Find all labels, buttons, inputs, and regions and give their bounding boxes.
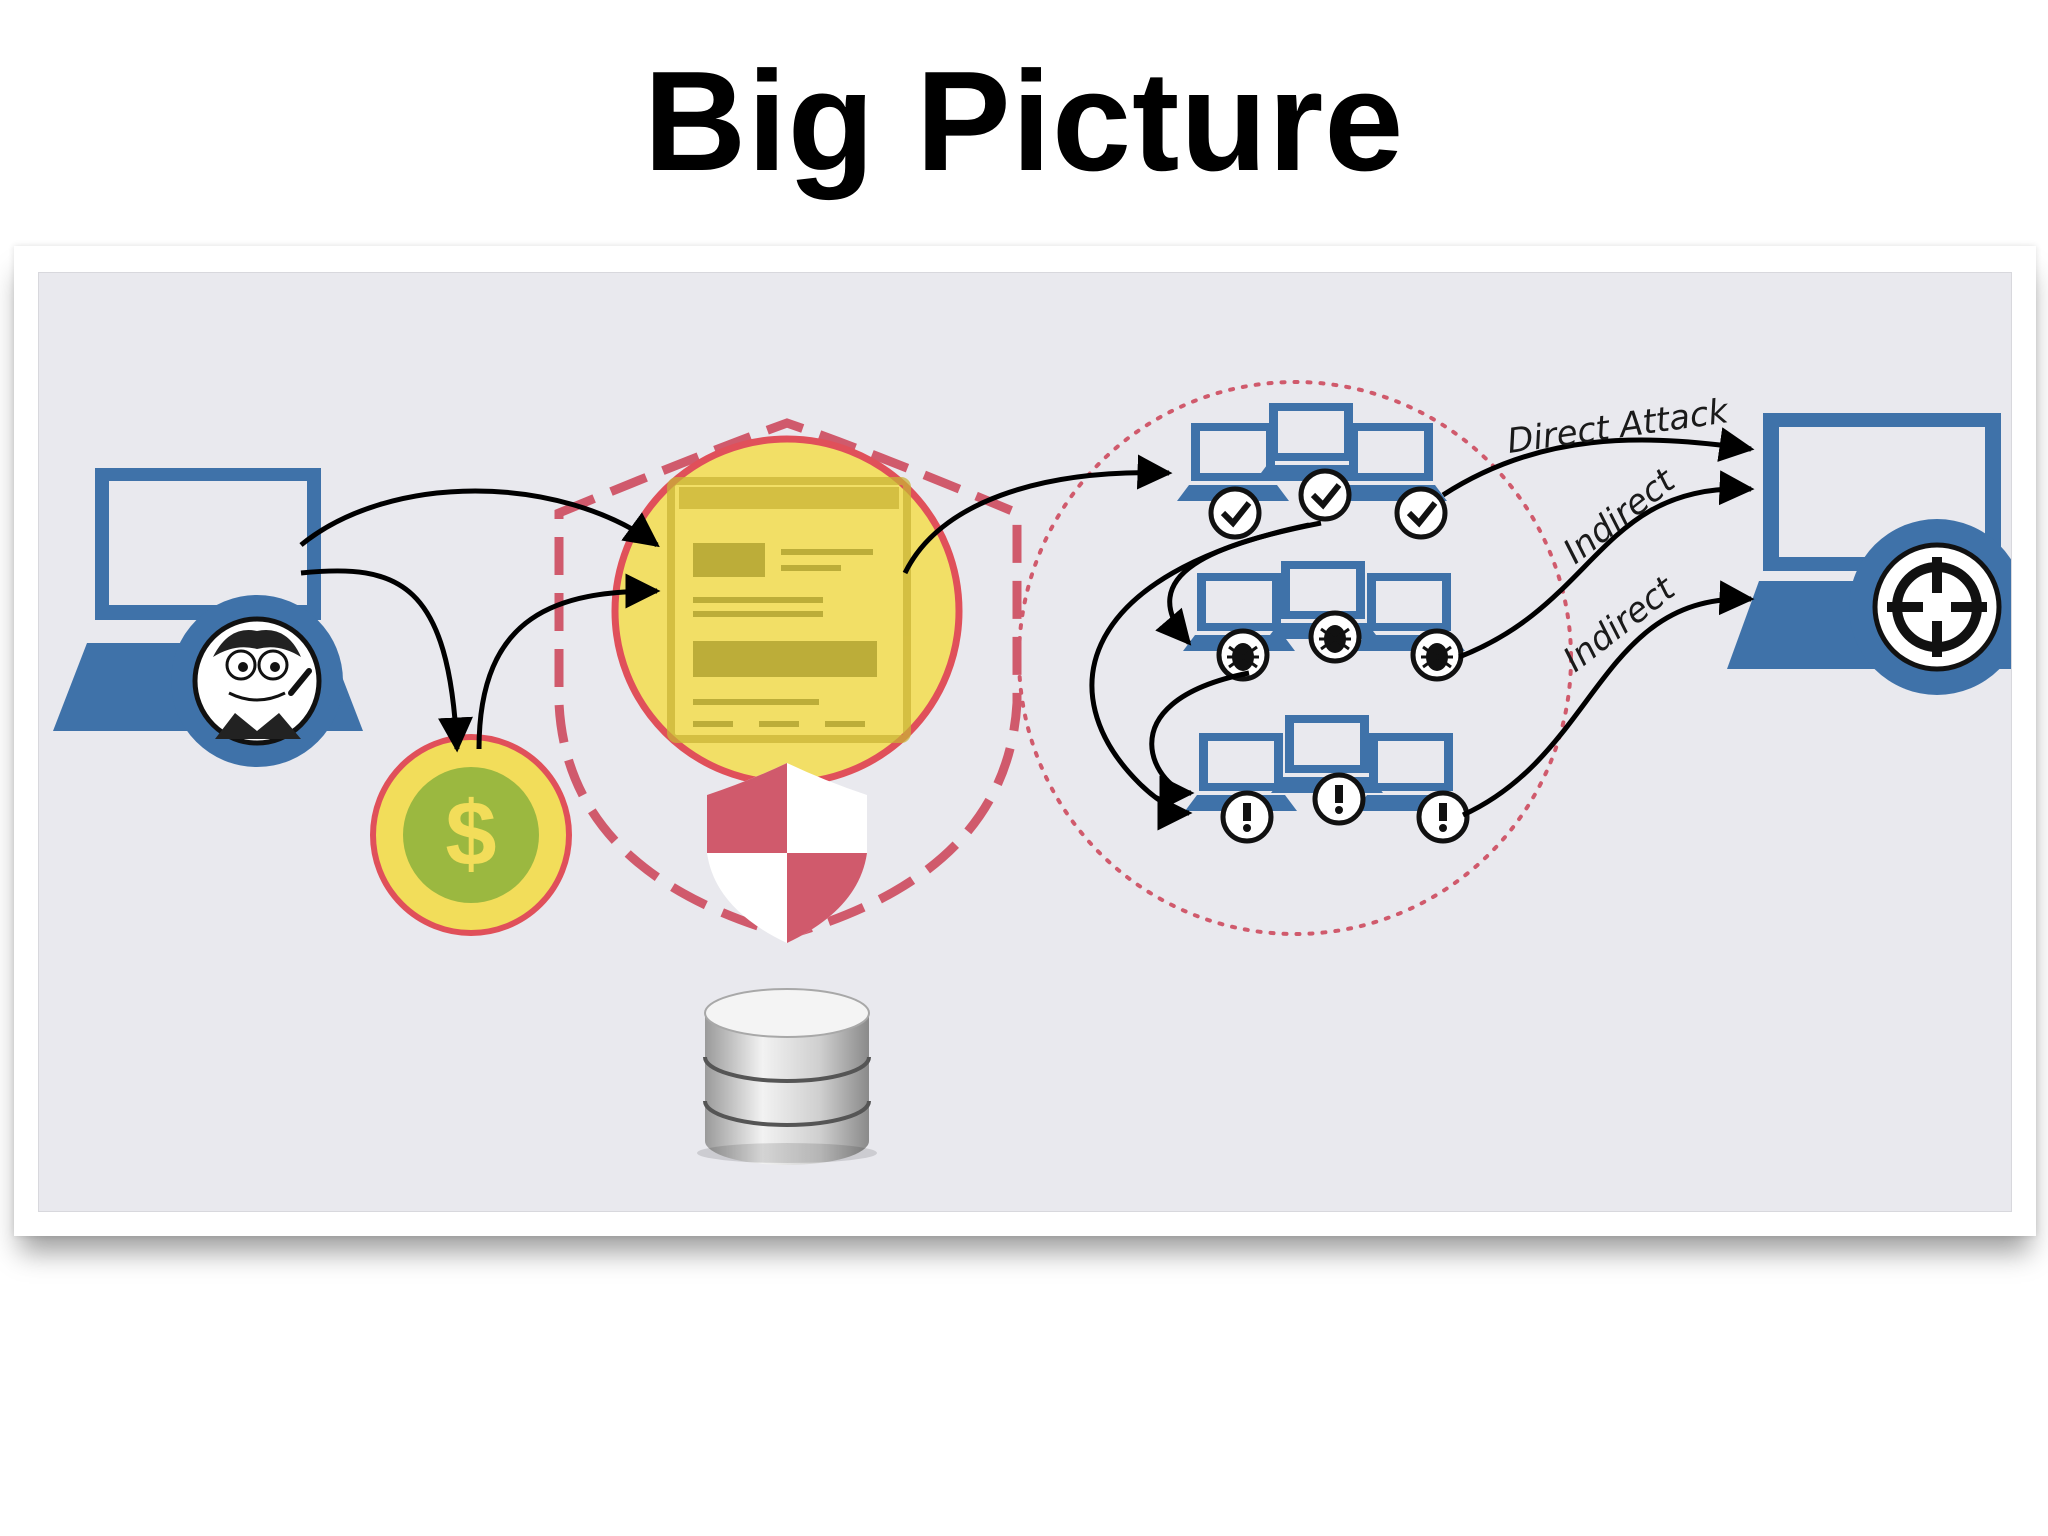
target-laptop-icon	[1727, 413, 2011, 695]
arrow-indirect-1	[1458, 470, 1755, 660]
indirect-label-1: Indirect	[1556, 460, 1684, 572]
shield-icon	[707, 763, 867, 943]
check-icon	[1208, 486, 1262, 540]
arrow-attacker-to-website	[299, 488, 660, 548]
shield-outline	[554, 418, 1022, 940]
check-icon	[1394, 486, 1448, 540]
attacker-laptop-icon	[53, 468, 363, 767]
flow-arrows	[299, 427, 1755, 831]
direct-attack-label: Direct Attack	[1505, 391, 1732, 462]
slide-title: Big Picture	[643, 42, 1405, 201]
clean-computer-group	[1177, 403, 1448, 540]
botnet-boundary	[1017, 380, 1573, 936]
web-page-icon	[667, 477, 911, 743]
database-icon	[697, 988, 877, 1165]
arrow-direct-attack	[1441, 427, 1755, 498]
crosshair-icon	[1887, 557, 1987, 657]
arrow-infected-to-warning	[1149, 670, 1250, 811]
bug-icon	[1410, 628, 1464, 682]
diagram-frame: $	[14, 246, 2036, 1236]
check-icon	[1298, 468, 1352, 522]
arrow-coin-to-website	[476, 573, 661, 750]
exclamation-icon	[1416, 790, 1470, 844]
svg-text:$: $	[445, 783, 496, 885]
arrow-attacker-to-coin	[300, 568, 473, 753]
arrow-website-to-botnet	[902, 454, 1173, 575]
arrow-indirect-2	[1461, 580, 1755, 818]
warning-computer-group	[1185, 715, 1470, 844]
hacker-face-icon	[213, 630, 312, 739]
exclamation-icon	[1312, 772, 1366, 826]
indirect-label-2: Indirect	[1556, 568, 1684, 680]
infected-computer-group	[1183, 561, 1465, 682]
attack-flow-diagram: $	[53, 380, 2011, 1165]
exclamation-icon	[1220, 790, 1274, 844]
dollar-coin-icon: $	[370, 734, 572, 936]
bug-icon	[1216, 628, 1270, 682]
diagram-panel: $	[38, 272, 2012, 1212]
bug-icon	[1308, 610, 1362, 664]
